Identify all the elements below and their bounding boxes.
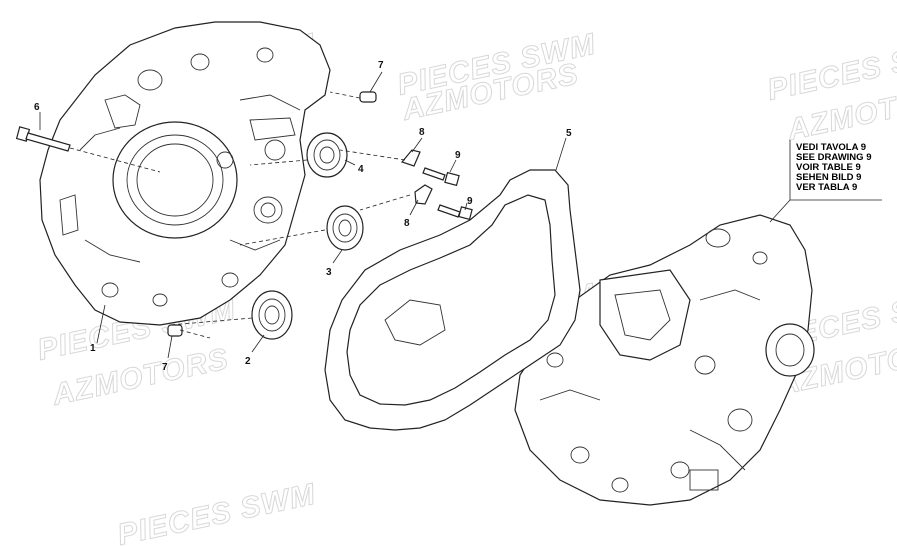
callout-7-bottom: 7	[162, 362, 168, 373]
reference-note-line: VER TABLA 9	[796, 182, 857, 193]
callout-1: 1	[90, 343, 96, 354]
callout-2: 2	[245, 356, 251, 367]
crankcase-gasket	[324, 169, 581, 431]
bolt-6	[15, 126, 71, 152]
bearing-2	[251, 290, 293, 340]
reference-note-line: VEDI TAVOLA 9	[796, 142, 866, 153]
bearing-4	[306, 132, 348, 178]
bearing-3	[326, 205, 364, 251]
bolt-9-bottom	[437, 204, 473, 221]
right-crankcase-half	[514, 214, 815, 506]
callout-7-top: 7	[378, 60, 384, 71]
reference-note: VEDI TAVOLA 9 SEE DRAWING 9 VOIR TABLE 9…	[789, 140, 882, 201]
assembly-lines	[69, 91, 411, 339]
callout-9-bottom: 9	[467, 196, 473, 207]
callout-8-bottom: 8	[404, 218, 410, 229]
callout-labels: 1 2 3 4 5 6 7 7 8 8 9 9	[34, 60, 572, 373]
clip-8-top	[400, 149, 421, 167]
dowel-pin-7-top	[359, 91, 377, 103]
bolt-9-top	[422, 167, 460, 187]
left-crankcase-half	[39, 21, 331, 326]
reference-note-line: VOIR TABLE 9	[796, 162, 861, 173]
callout-5: 5	[566, 128, 572, 139]
callout-3: 3	[326, 267, 332, 278]
reference-note-line: SEE DRAWING 9	[796, 152, 872, 163]
reference-note-line: SEHEN BILD 9	[796, 172, 861, 183]
clip-8-bottom	[414, 184, 433, 205]
callout-6: 6	[34, 102, 40, 113]
callout-4: 4	[358, 164, 364, 175]
watermark-text: PIECES SWM	[115, 478, 319, 547]
leader-lines	[39, 71, 791, 359]
dowel-pin-7-bottom	[167, 324, 183, 337]
callout-9-top: 9	[455, 150, 461, 161]
callout-8-top: 8	[419, 127, 425, 138]
